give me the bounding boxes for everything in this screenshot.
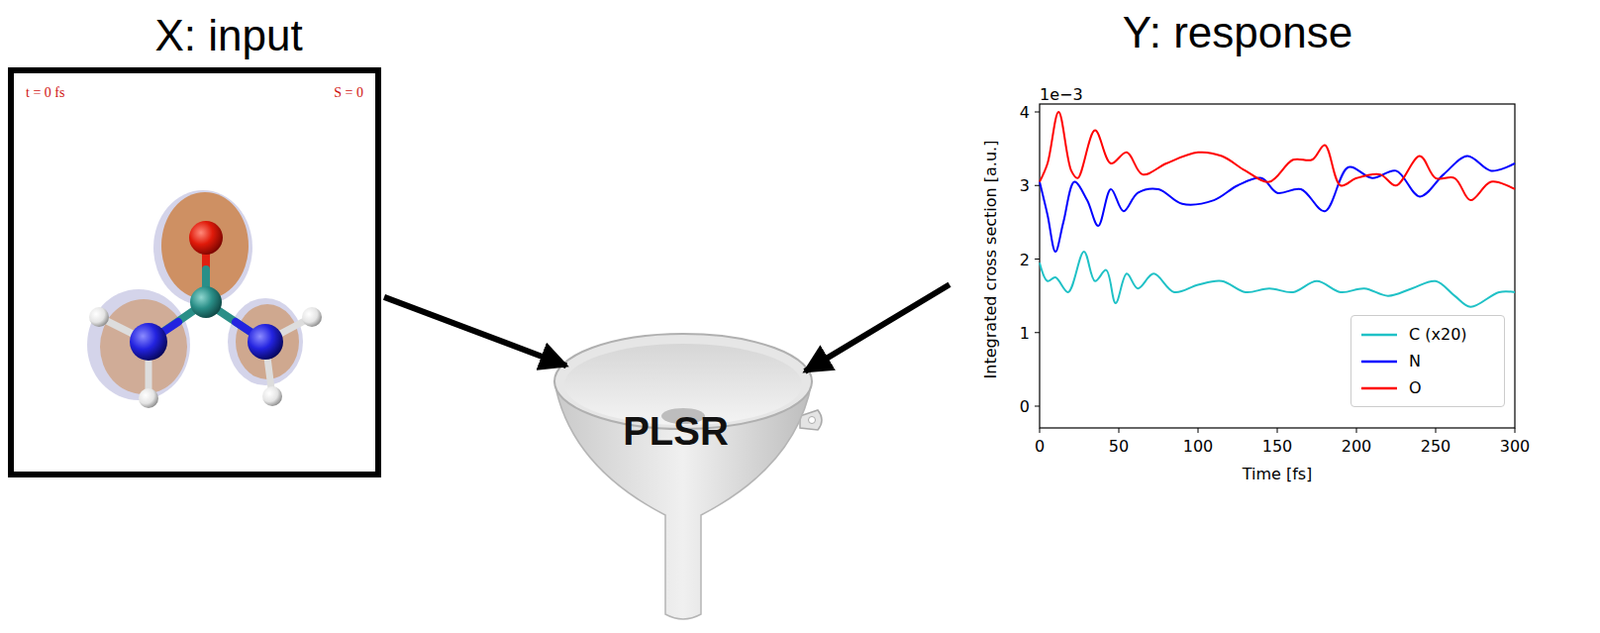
y-tick: 3: [1019, 176, 1030, 196]
x-tick: 200: [1341, 436, 1373, 456]
molecule: [87, 190, 322, 408]
tick: [1118, 427, 1120, 433]
x-tick: 0: [1034, 436, 1045, 456]
axis-multiplier: 1e−3: [1039, 85, 1084, 104]
tick: [1034, 258, 1040, 260]
data-series: [1039, 156, 1515, 253]
legend-text: N: [1408, 351, 1421, 371]
tick: [1034, 185, 1040, 187]
line-chart: [1034, 103, 1515, 433]
panel-title: Y: response: [952, 7, 1523, 58]
y-tick: 2: [1019, 249, 1030, 269]
arrow-connector: [804, 284, 950, 372]
tick: [1198, 427, 1200, 433]
tick: [1277, 427, 1279, 433]
arrow-connector: [384, 297, 567, 366]
funnel: PLSR: [569, 331, 802, 614]
legend-text: O: [1408, 378, 1422, 398]
method-label: PLSR: [569, 406, 783, 455]
legend-entry: C (x20): [1359, 320, 1497, 348]
y-tick: 4: [1019, 102, 1030, 122]
legend-line: [1359, 381, 1400, 396]
x-axis-title: Time [fs]: [1242, 464, 1313, 484]
legend-line: [1359, 354, 1400, 369]
tick: [1039, 427, 1041, 433]
data-series: [1039, 111, 1515, 200]
x-tick: 150: [1262, 436, 1294, 456]
legend-text: C (x20): [1408, 324, 1468, 344]
tick: [1034, 405, 1040, 407]
x-tick: 250: [1420, 436, 1452, 456]
input-panel: X: inputt = 0 fsS = 0: [7, 67, 382, 478]
tick: [1356, 427, 1358, 433]
state-label: S = 0: [333, 85, 364, 101]
time-label: t = 0 fs: [25, 85, 65, 101]
tick: [1514, 427, 1516, 433]
legend-entry: N: [1359, 347, 1497, 375]
tick: [1034, 331, 1040, 333]
tick: [1435, 427, 1437, 433]
tick: [1034, 111, 1040, 113]
y-axis-title: Integrated cross section [a.u.]: [981, 140, 1000, 380]
legend-entry: O: [1359, 374, 1497, 401]
response-panel: Y: response: [952, 7, 1567, 494]
x-tick: 300: [1500, 436, 1531, 456]
plot-frame: [1039, 103, 1515, 428]
panel-title: X: input: [13, 7, 444, 64]
y-tick: 0: [1019, 397, 1030, 416]
x-tick: 100: [1183, 436, 1214, 456]
funnel: [554, 333, 822, 619]
chart-legend: C (x20) NO: [1350, 314, 1505, 407]
x-tick: 50: [1108, 436, 1129, 456]
legend-line: [1359, 327, 1400, 342]
y-tick: 1: [1019, 322, 1030, 342]
data-series: [1039, 251, 1515, 307]
